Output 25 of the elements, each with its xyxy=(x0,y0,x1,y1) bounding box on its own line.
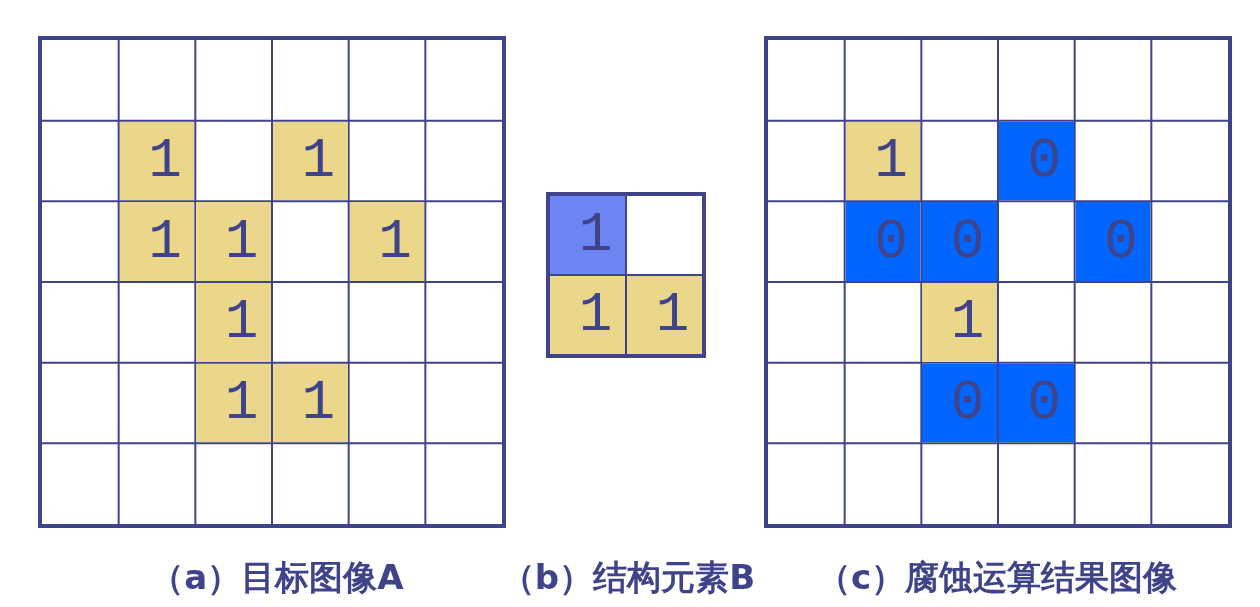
pixel-cell: 0 xyxy=(999,363,1074,443)
pixel-cell: 1 xyxy=(196,363,271,443)
pixel-cell: 1 xyxy=(349,202,425,281)
pixel-cell: 1 xyxy=(550,276,625,354)
pixel-cell: 1 xyxy=(119,121,195,201)
pixel-cell: 1 xyxy=(196,202,271,281)
pixel-grid xyxy=(38,36,506,528)
pixel-cell: 1 xyxy=(273,121,348,201)
pixel-cell: 0 xyxy=(1075,202,1151,281)
pixel-cell: 1 xyxy=(627,276,702,354)
pixel-cell: 0 xyxy=(845,202,921,281)
pixel-grid xyxy=(764,36,1232,528)
pixel-cell: 1 xyxy=(273,363,348,443)
caption: （c）腐蚀运算结果图像 xyxy=(816,559,1178,597)
pixel-cell: 0 xyxy=(922,363,997,443)
pixel-cell: 1 xyxy=(922,283,997,362)
pixel-cell: 0 xyxy=(922,202,997,281)
pixel-grid xyxy=(546,192,706,358)
pixel-cell: 1 xyxy=(119,202,195,281)
caption: （b）结构元素B xyxy=(500,559,756,597)
pixel-cell: 1 xyxy=(550,196,625,274)
pixel-cell: 1 xyxy=(845,121,921,201)
caption: （a）目标图像A xyxy=(150,559,404,597)
pixel-cell: 1 xyxy=(196,283,271,362)
pixel-cell: 0 xyxy=(999,121,1074,201)
